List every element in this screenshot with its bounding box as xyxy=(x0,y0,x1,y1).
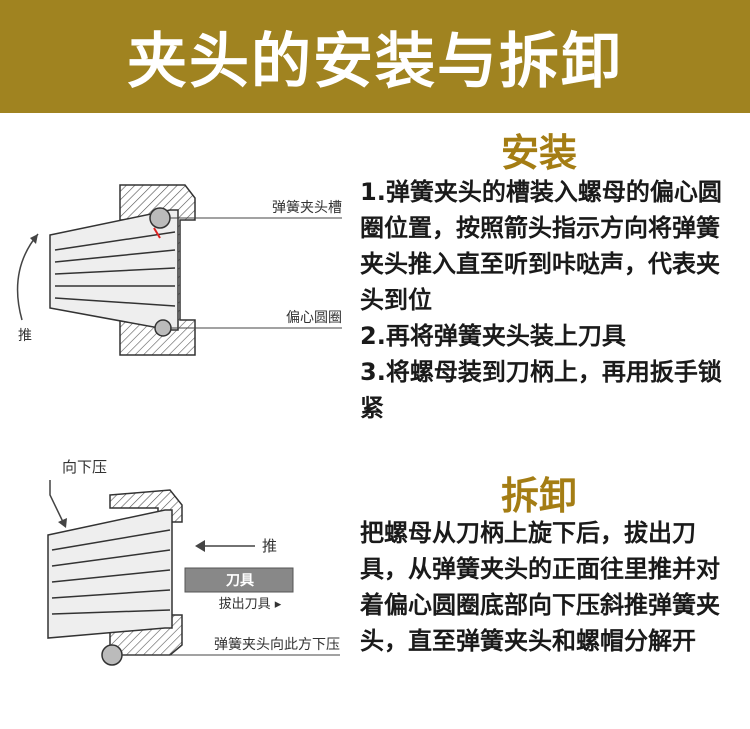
collet-body xyxy=(47,509,173,639)
label-push: 推 xyxy=(18,328,32,344)
label-tool: 刀具 xyxy=(226,573,254,589)
install-title: 安装 xyxy=(501,131,578,175)
install-step-2: 2.再将弹簧夹头装上刀具 xyxy=(360,322,626,350)
label-push: 推 xyxy=(262,537,277,555)
install-steps: 1.弹簧夹头的槽装入螺母的偏心圆圈位置，按照箭头指示方向将弹簧夹头推入直至听到咔… xyxy=(360,174,730,426)
removal-diagram: 刀具 拔出刀具 ▸ 推 向下压 弹簧夹头向此方下压 xyxy=(47,458,340,666)
install-diagram: 弹簧夹头槽 偏心圆圈 推 xyxy=(16,184,342,356)
label-pull-out: 拔出刀具 ▸ xyxy=(219,597,282,612)
press-down-arrow-icon xyxy=(49,480,65,525)
title-banner: 夹头的安装与拆卸 xyxy=(0,0,750,113)
label-collet-press: 弹簧夹头向此方下压 xyxy=(214,637,340,653)
eccentric-circle-bottom xyxy=(154,319,172,337)
removal-text: 把螺母从刀柄上旋下后，拔出刀具，从弹簧夹头的正面往里推并对着偏心圆圈底部向下压斜… xyxy=(360,515,730,659)
install-step-1: 1.弹簧夹头的槽装入螺母的偏心圆圈位置，按照箭头指示方向将弹簧夹头推入直至听到咔… xyxy=(360,178,722,314)
tool-bar xyxy=(184,567,294,593)
eccentric-circle xyxy=(101,644,123,666)
removal-title: 拆卸 xyxy=(501,474,578,518)
label-eccentric-circle: 偏心圆圈 xyxy=(286,310,342,326)
eccentric-circle-top xyxy=(149,207,171,229)
push-arrow-icon xyxy=(16,233,39,321)
label-press-down: 向下压 xyxy=(62,458,107,476)
push-arrow-icon xyxy=(195,540,205,552)
removal-paragraph: 把螺母从刀柄上旋下后，拔出刀具，从弹簧夹头的正面往里推并对着偏心圆圈底部向下压斜… xyxy=(360,519,720,655)
page-title: 夹头的安装与拆卸 xyxy=(127,27,623,97)
install-step-3: 3.将螺母装到刀柄上，再用扳手锁紧 xyxy=(360,358,722,422)
label-collet-groove: 弹簧夹头槽 xyxy=(272,200,342,216)
